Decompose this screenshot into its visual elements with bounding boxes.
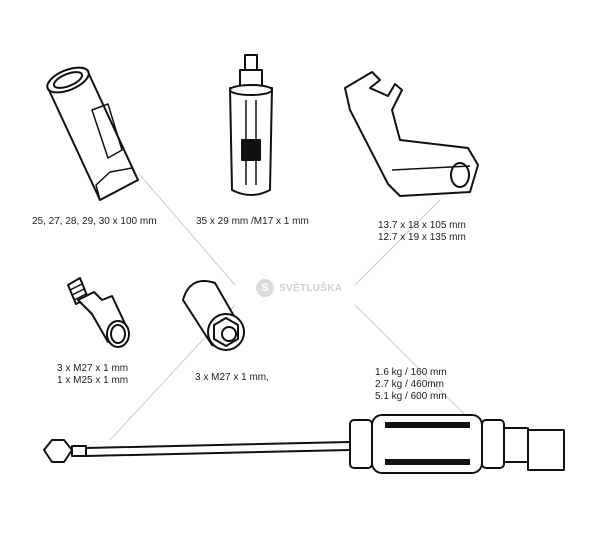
label-line: 3 x M27 x 1 mm [57, 363, 129, 374]
socket-tube-drawing [46, 66, 139, 201]
nut-socket-label: 3 x M27 x 1 mm, [195, 372, 269, 384]
label-line: 12.7 x 19 x 135 mm [378, 232, 466, 243]
label-line: 13.7 x 18 x 105 mm [378, 220, 466, 231]
threaded-adapter-label: 3 x M27 x 1 mm 1 x M25 x 1 mm [57, 363, 128, 387]
label-line: 2.7 kg / 460mm [375, 379, 444, 390]
adapter-tool-label: 35 x 29 mm /M17 x 1 mm [196, 216, 309, 228]
slide-hammer-label: 1.6 kg / 160 mm 2.7 kg / 460mm 5.1 kg / … [375, 367, 447, 403]
threaded-adapter-drawing [67, 277, 130, 348]
label-line: 35 x 29 mm /M17 x 1 mm [196, 216, 309, 227]
bracket-label: 13.7 x 18 x 105 mm 12.7 x 19 x 135 mm [378, 220, 466, 244]
bracket-drawing [344, 71, 479, 197]
slide-hammer-drawing [43, 414, 565, 474]
socket-tube-label: 25, 27, 28, 29, 30 x 100 mm [32, 216, 157, 228]
watermark-logo-icon: S [256, 279, 274, 297]
label-line: 1 x M25 x 1 mm [57, 375, 129, 386]
label-line: 1.6 kg / 160 mm [375, 367, 447, 378]
watermark-brand: SVĚTLUŠKA [279, 282, 343, 294]
nut-socket-drawing [182, 280, 245, 351]
watermark: S SVĚTLUŠKA [256, 279, 342, 297]
label-line: 25, 27, 28, 29, 30 x 100 mm [32, 216, 157, 227]
adapter-tool-drawing [229, 54, 273, 196]
label-line: 3 x M27 x 1 mm, [195, 372, 269, 383]
label-line: 5.1 kg / 600 mm [375, 391, 447, 402]
